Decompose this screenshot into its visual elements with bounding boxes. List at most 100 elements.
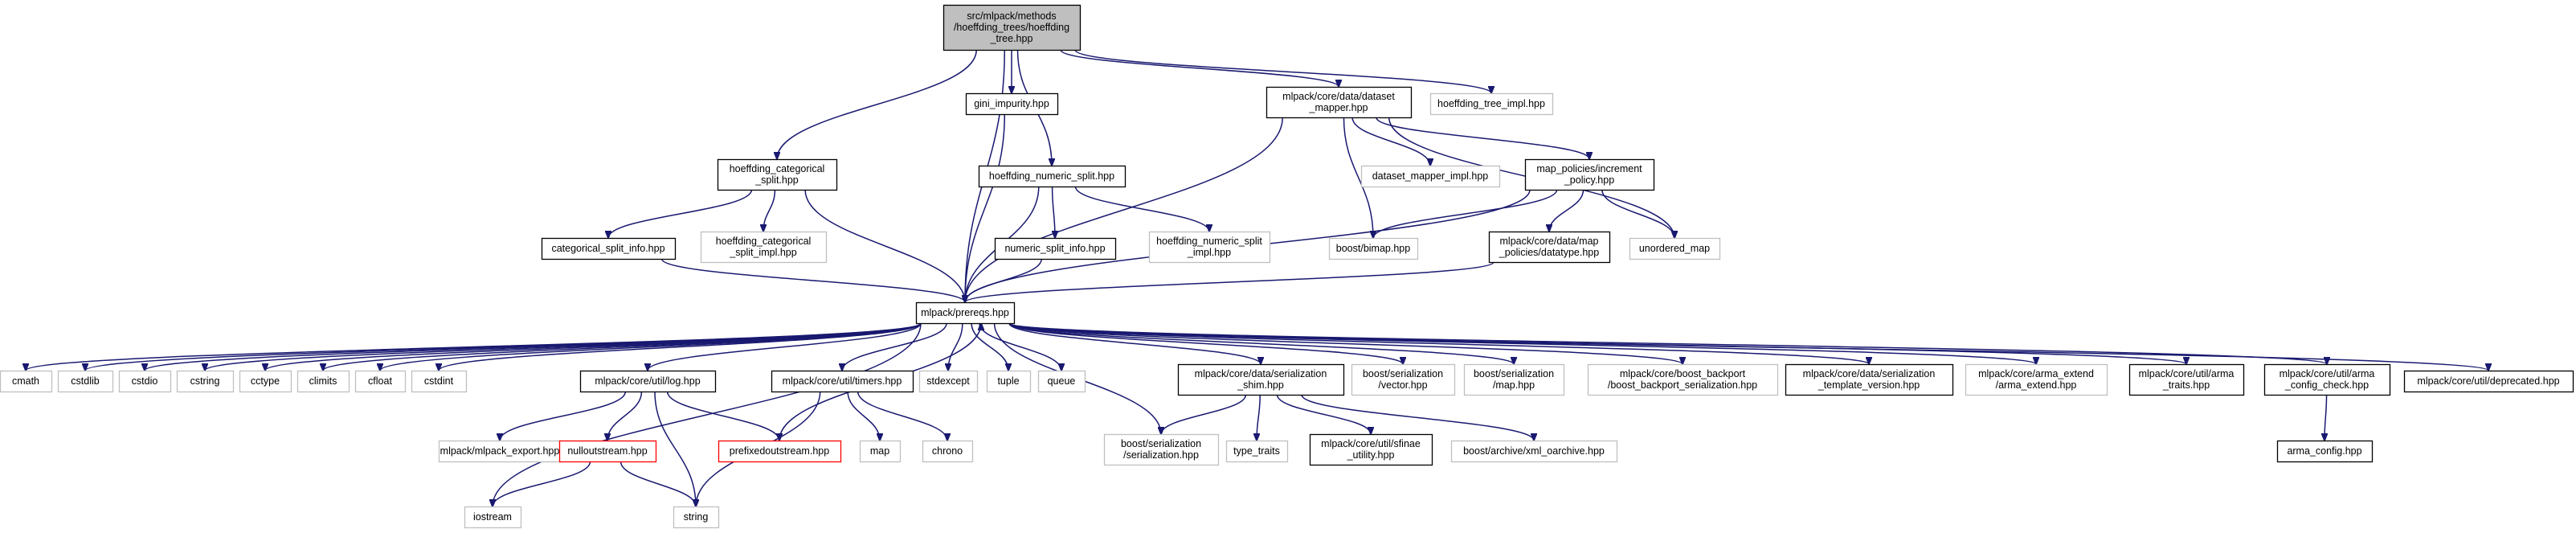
node-label-line: nulloutstream.hpp [567, 445, 647, 457]
node-cctype[interactable]: cctype [239, 370, 292, 393]
edge-prereqs-to-climits [323, 322, 922, 371]
node-root[interactable]: src/mlpack/methods/hoeffding_trees/hoeff… [942, 4, 1082, 51]
node-label-line: _utility.hpp [1347, 449, 1395, 461]
node-label-line: _policy.hpp [1564, 174, 1614, 186]
node-iostream[interactable]: iostream [464, 506, 522, 529]
node-deprecated[interactable]: mlpack/core/util/deprecated.hpp [2403, 370, 2574, 393]
node-box [579, 370, 717, 393]
node-box [2403, 370, 2574, 393]
node-tree_impl[interactable]: hoeffding_tree_impl.hpp [1429, 92, 1554, 116]
node-box [1148, 231, 1271, 264]
node-box [717, 158, 838, 191]
node-box [1463, 363, 1565, 396]
node-mappol[interactable]: map_policies/increment_policy.hpp [1524, 158, 1655, 191]
edge-root-to-tree_impl [1074, 49, 1491, 93]
node-prefixed[interactable]: prefixedoutstream.hpp [718, 440, 842, 463]
node-map[interactable]: map [859, 440, 902, 463]
node-bvector[interactable]: boost/serialization/vector.hpp [1351, 363, 1456, 396]
nodes-layer: src/mlpack/methods/hoeffding_trees/hoeff… [0, 4, 2574, 529]
node-box [1360, 165, 1501, 188]
node-timers[interactable]: mlpack/core/util/timers.hpp [771, 370, 914, 393]
edge-dsmapper-to-prereqs [965, 117, 1283, 302]
node-sfinae[interactable]: mlpack/core/util/sfinae_utility.hpp [1309, 433, 1433, 466]
node-label-line: hoeffding_categorical [716, 236, 812, 247]
node-hcatimpl[interactable]: hoeffding_categorical_split_impl.hpp [700, 231, 828, 264]
node-box [978, 165, 1126, 188]
node-label-line: mlpack/core/util/timers.hpp [783, 375, 902, 387]
node-box [965, 92, 1059, 116]
node-export[interactable]: mlpack/mlpack_export.hpp [438, 440, 562, 463]
node-cstdlib[interactable]: cstdlib [57, 370, 114, 393]
node-box [2276, 440, 2374, 463]
node-sertmpl[interactable]: mlpack/core/data/serialization_template_… [1785, 363, 1954, 396]
node-box [915, 301, 1016, 325]
node-string[interactable]: string [673, 506, 720, 529]
node-cstdio[interactable]: cstdio [118, 370, 172, 393]
node-label-line: mlpack/core/boost_backport [1620, 368, 1746, 379]
node-stdexcept[interactable]: stdexcept [918, 370, 979, 393]
edge-prereqs-to-log [648, 322, 922, 371]
node-log[interactable]: mlpack/core/util/log.hpp [579, 370, 717, 393]
node-backport[interactable]: mlpack/core/boost_backport/boost_backpor… [1587, 363, 1779, 396]
edge-log-to-nullout [607, 391, 643, 441]
node-box [986, 370, 1032, 393]
node-hnumimpl[interactable]: hoeffding_numeric_split_impl.hpp [1148, 231, 1271, 264]
edge-hnum-to-hnumimpl [1074, 186, 1209, 232]
node-box [411, 370, 468, 393]
node-armacfg[interactable]: arma_config.hpp [2276, 440, 2374, 463]
node-box [1587, 363, 1779, 396]
node-box [1266, 86, 1413, 119]
node-queue[interactable]: queue [1037, 370, 1086, 393]
node-datatype[interactable]: mlpack/core/data/map_policies/datatype.h… [1488, 231, 1611, 264]
edge-nullout-to-string [619, 461, 697, 506]
node-prereqs[interactable]: mlpack/prereqs.hpp [915, 301, 1016, 325]
node-armacfgchk[interactable]: mlpack/core/util/arma_config_check.hpp [2263, 363, 2391, 396]
node-catinfo[interactable]: categorical_split_info.hpp [541, 237, 677, 260]
node-dsmimpl[interactable]: dataset_mapper_impl.hpp [1360, 165, 1501, 188]
node-label-line: map [870, 445, 889, 457]
node-numinfo[interactable]: numeric_split_info.hpp [994, 237, 1117, 260]
node-label-line: _tree.hpp [990, 33, 1033, 44]
edge-nullout-to-iostream [493, 461, 591, 506]
node-cfloat[interactable]: cfloat [354, 370, 407, 393]
node-armatraits[interactable]: mlpack/core/util/arma_traits.hpp [2128, 363, 2245, 396]
node-bimap[interactable]: boost/bimap.hpp [1328, 237, 1419, 260]
node-label-line: mlpack/prereqs.hpp [921, 307, 1009, 318]
node-label-line: _shim.hpp [1237, 379, 1284, 391]
node-box [239, 370, 292, 393]
node-bmap[interactable]: boost/serialization/map.hpp [1463, 363, 1565, 396]
node-hcat[interactable]: hoeffding_categorical_split.hpp [717, 158, 838, 191]
node-box [922, 440, 974, 463]
node-xmloa[interactable]: boost/archive/xml_oarchive.hpp [1450, 440, 1618, 463]
node-typetraits[interactable]: type_traits [1225, 440, 1289, 463]
node-nullout[interactable]: nulloutstream.hpp [558, 440, 657, 463]
node-armaext[interactable]: mlpack/core/arma_extend/arma_extend.hpp [1965, 363, 2108, 396]
edge-dsmapper-to-mappol [1376, 117, 1589, 159]
node-climits[interactable]: climits [296, 370, 350, 393]
node-gini[interactable]: gini_impurity.hpp [965, 92, 1059, 116]
node-bser[interactable]: boost/serialization/serialization.hpp [1103, 433, 1220, 466]
node-label-line: cctype [251, 375, 280, 387]
node-label-line: unordered_map [1639, 243, 1710, 254]
node-umap[interactable]: unordered_map [1629, 237, 1721, 260]
node-dsmapper[interactable]: mlpack/core/data/dataset_mapper.hpp [1266, 86, 1413, 119]
node-label-line: boost/serialization [1474, 368, 1554, 379]
node-tuple[interactable]: tuple [986, 370, 1032, 393]
node-label-line: dataset_mapper_impl.hpp [1372, 170, 1489, 182]
node-sershim[interactable]: mlpack/core/data/serialization_shim.hpp [1177, 363, 1345, 396]
node-label-line: cmath [12, 375, 39, 387]
node-label-line: tuple [997, 375, 1019, 387]
node-label-line: _template_version.hpp [1818, 379, 1920, 391]
node-cstring[interactable]: cstring [176, 370, 235, 393]
node-cmath[interactable]: cmath [0, 370, 53, 393]
edge-prereqs-to-tuple [971, 322, 1008, 371]
node-label-line: boost/bimap.hpp [1336, 243, 1410, 254]
edge-prereqs-to-deprecated [1008, 322, 2488, 371]
node-cstdint[interactable]: cstdint [411, 370, 468, 393]
node-chrono[interactable]: chrono [922, 440, 974, 463]
node-box [354, 370, 407, 393]
node-box [1629, 237, 1721, 260]
node-box [1225, 440, 1289, 463]
node-hnum[interactable]: hoeffding_numeric_split.hpp [978, 165, 1126, 188]
node-label-line: mlpack/core/util/deprecated.hpp [2417, 375, 2559, 387]
